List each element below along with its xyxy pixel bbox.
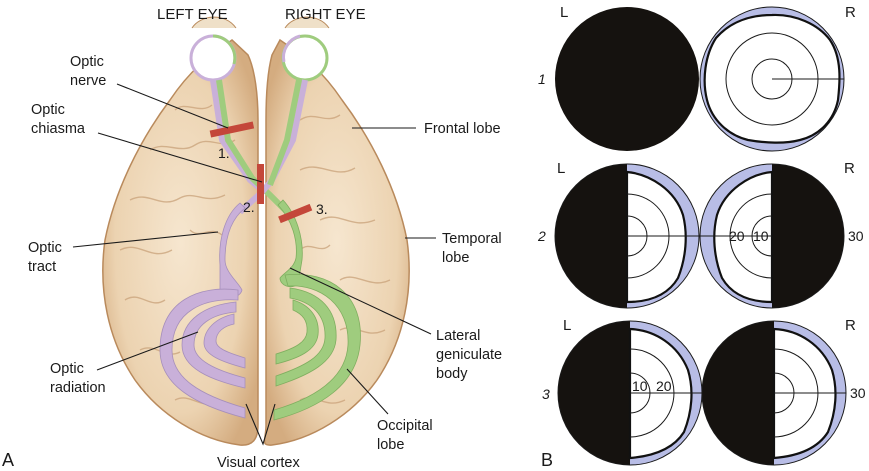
- row-3-left-eye-label: L: [563, 317, 571, 334]
- optic-nerve-label: Optic nerve: [70, 54, 108, 89]
- field-3-left-eye: [557, 320, 703, 466]
- temporal-lobe-label: Temporal lobe: [442, 231, 506, 266]
- optic-chiasma-label: Optic chiasma: [31, 102, 86, 137]
- lesion-1-label: 1.: [218, 145, 230, 161]
- field-2-degree-20: 20: [729, 228, 745, 244]
- lesion-3-marker: [278, 203, 313, 224]
- left-hemisphere: [102, 39, 259, 446]
- field-2-degree-10: 10: [753, 228, 769, 244]
- lesion-2-label: 2.: [243, 199, 255, 215]
- optic-radiation-label: Optic radiation: [50, 361, 106, 396]
- visual-field-diagrams: 20 10 30: [537, 4, 866, 470]
- field-1-left-eye: [555, 7, 699, 151]
- brain-illustration: 1. 2. 3. LEFT EYE RIGHT EYE Optic nerve …: [2, 6, 506, 471]
- right-eye: [281, 16, 330, 82]
- row-1-left-eye-label: L: [560, 4, 568, 21]
- right-eye-header: RIGHT EYE: [285, 6, 366, 23]
- field-3-degree-20: 20: [656, 378, 672, 394]
- panel-a-label: A: [2, 450, 14, 470]
- frontal-lobe-label: Frontal lobe: [424, 121, 501, 137]
- left-eye: [189, 16, 237, 82]
- field-2-degree-30: 30: [848, 228, 864, 244]
- row-2-left-eye-label: L: [557, 160, 565, 177]
- field-3-degree-30: 30: [850, 385, 866, 401]
- field-3-right-eye: [701, 320, 847, 466]
- lesion-3-label: 3.: [316, 201, 328, 217]
- lateral-geniculate-body-label: Lateral geniculate body: [436, 328, 506, 382]
- row-3-right-eye-label: R: [845, 317, 856, 334]
- field-row-1: [555, 6, 845, 152]
- row-2-number: 2: [537, 228, 546, 244]
- field-1-right-eye: [699, 6, 845, 152]
- optic-nerves: [210, 79, 308, 218]
- field-3-degree-10: 10: [632, 378, 648, 394]
- field-row-2: 20 10 30: [554, 163, 864, 309]
- lesion-1-marker: [209, 121, 255, 138]
- left-optic-pathway: [159, 202, 246, 419]
- field-row-3: 10 20 30: [557, 320, 866, 466]
- visual-cortex-label: Visual cortex: [217, 455, 300, 471]
- right-optic-pathway: [273, 199, 361, 421]
- row-2-right-eye-label: R: [844, 160, 855, 177]
- leader-lines: [72, 83, 436, 446]
- row-1-number: 1: [538, 71, 546, 87]
- lesion-2-marker: [257, 164, 264, 204]
- row-3-number: 3: [542, 386, 550, 402]
- left-eye-header: LEFT EYE: [157, 6, 228, 23]
- panel-b-label: B: [541, 450, 553, 470]
- row-1-right-eye-label: R: [845, 4, 856, 21]
- optic-tract-label: Optic tract: [28, 240, 66, 275]
- occipital-lobe-label: Occipital lobe: [377, 418, 437, 453]
